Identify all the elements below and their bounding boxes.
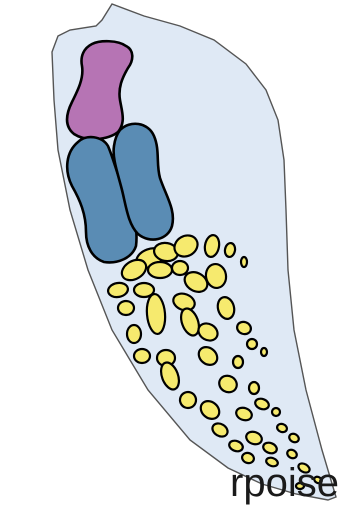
phalanx-bone [172, 261, 188, 275]
phalanx-bone [249, 382, 259, 394]
phalanx-bone [134, 349, 150, 363]
phalanx-bone [272, 408, 280, 416]
phalanx-bone [148, 262, 172, 278]
figure-caption: rpoise [230, 461, 339, 505]
phalanx-bone [247, 339, 257, 349]
phalanx-bone [127, 325, 141, 343]
phalanx-bone [261, 348, 267, 356]
phalanx-bone [241, 257, 247, 267]
phalanx-bone [118, 301, 134, 315]
phalanx-bone [233, 356, 243, 368]
